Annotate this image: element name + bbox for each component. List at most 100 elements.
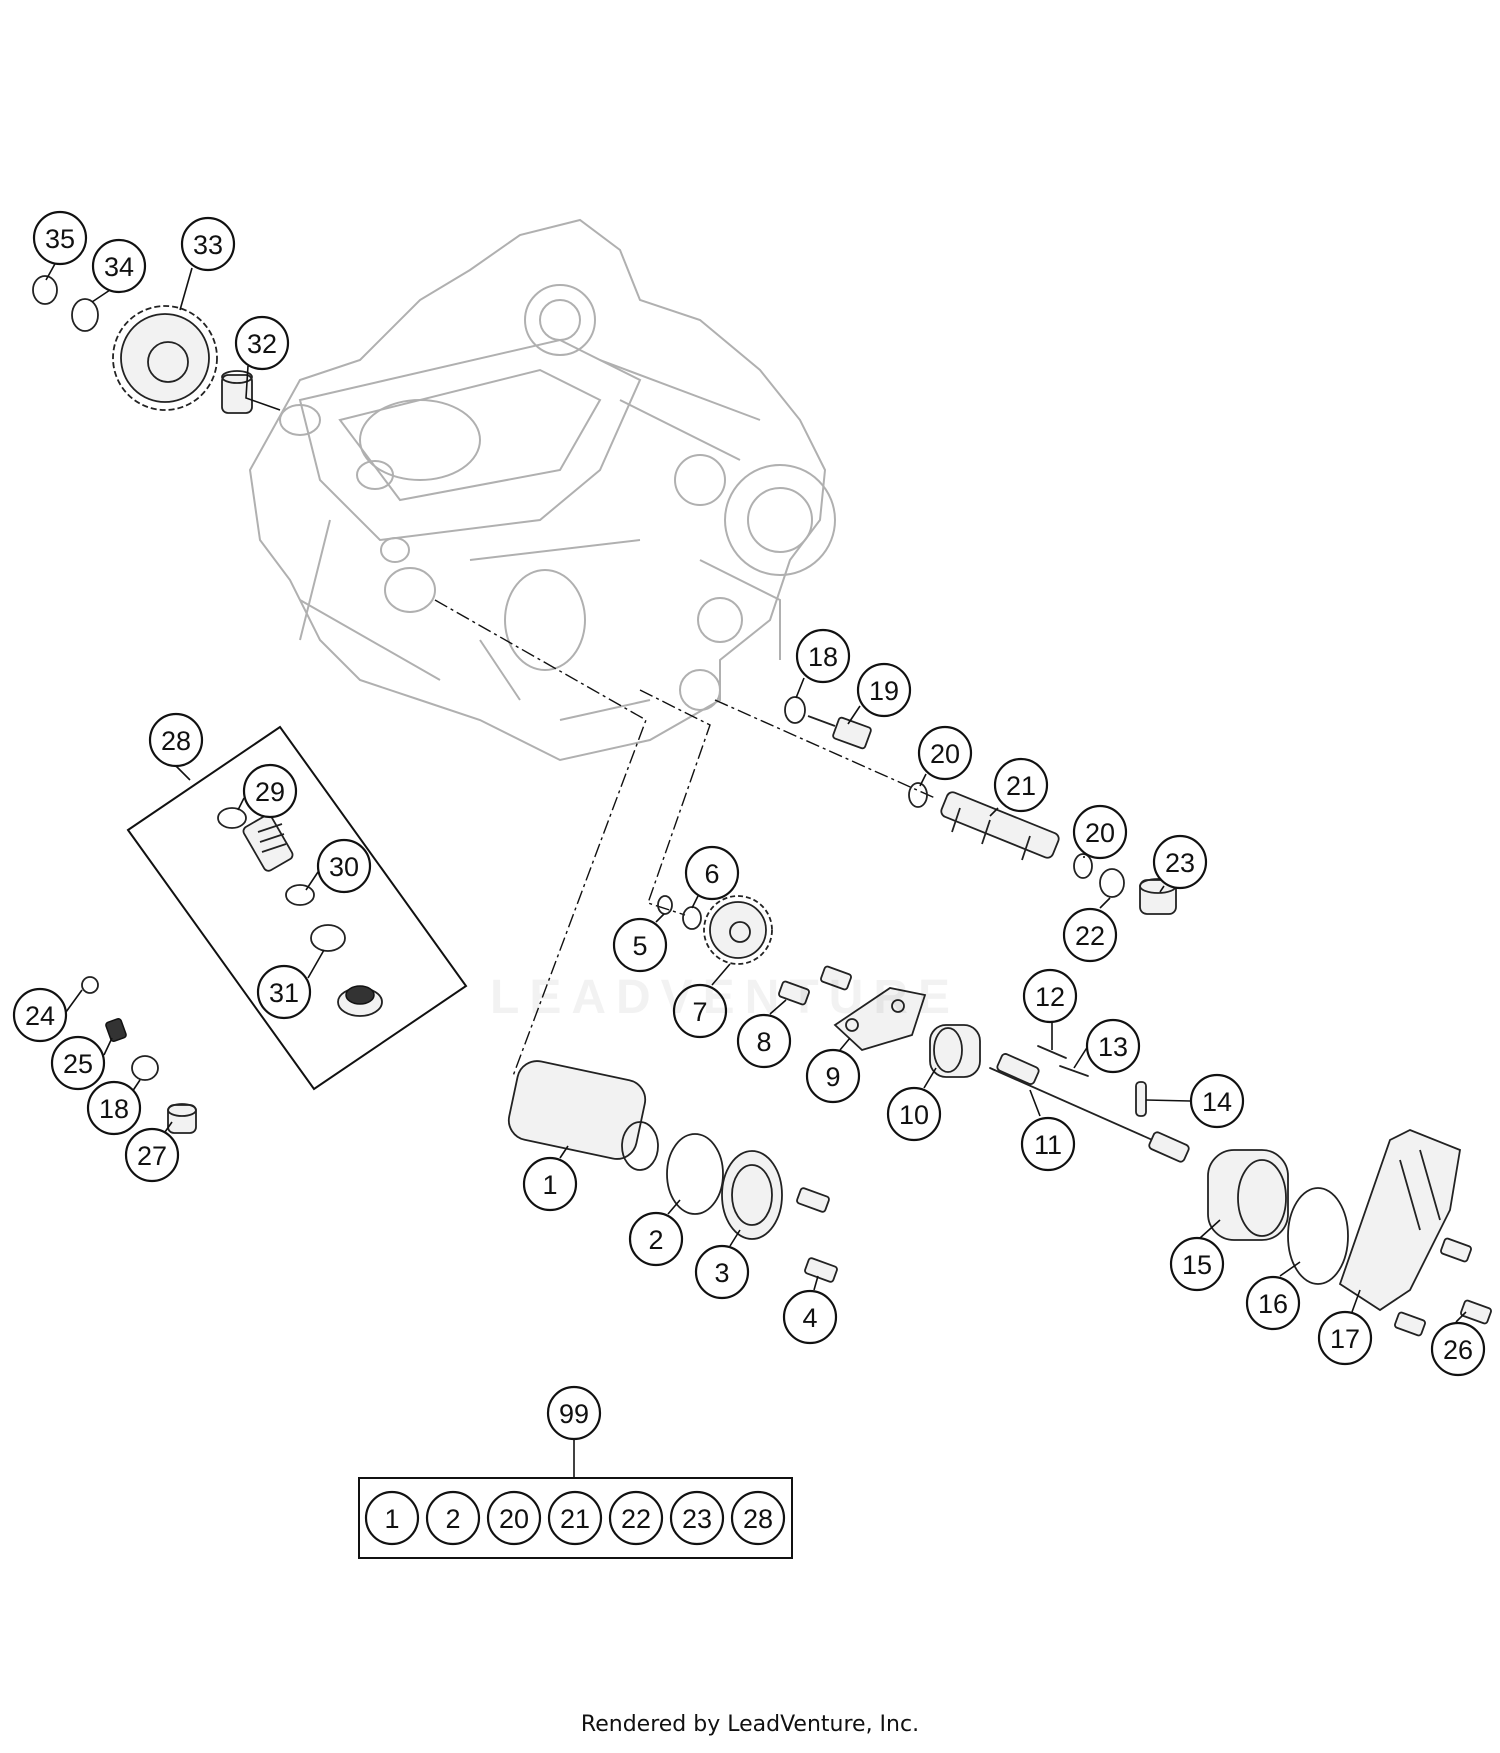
- part-30-oring: [285, 884, 315, 906]
- kit-item-23[interactable]: 23: [669, 1490, 725, 1546]
- callout-2[interactable]: 2: [628, 1211, 684, 1267]
- callout-15[interactable]: 15: [1169, 1236, 1225, 1292]
- part-31-oring: [310, 924, 346, 952]
- callout-28[interactable]: 28: [148, 712, 204, 768]
- callout-4[interactable]: 4: [782, 1289, 838, 1345]
- callout-circle: [795, 628, 851, 684]
- part-33-gear: [112, 305, 218, 411]
- callout-label: 22: [621, 1504, 651, 1534]
- callout-circle: [993, 757, 1049, 813]
- kit-item-21[interactable]: 21: [547, 1490, 603, 1546]
- callout-circle: [856, 662, 912, 718]
- part-13-pin: [1059, 1065, 1089, 1077]
- callout-32[interactable]: 32: [234, 315, 290, 371]
- part-19-plug-bolt: [807, 715, 872, 750]
- callout-label: 17: [1330, 1324, 1360, 1354]
- callout-31[interactable]: 31: [256, 964, 312, 1020]
- callout-circle: [364, 1490, 420, 1546]
- callout-label: 23: [1165, 848, 1195, 878]
- callout-label: 3: [714, 1258, 729, 1288]
- callout-18[interactable]: 18: [86, 1080, 142, 1136]
- part-21-piston: [940, 791, 1060, 861]
- callout-label: 24: [25, 1001, 55, 1031]
- callout-circle: [782, 1289, 838, 1345]
- callout-99[interactable]: 99: [546, 1385, 602, 1441]
- callout-circle: [1085, 1018, 1141, 1074]
- part-12-pin: [1037, 1045, 1067, 1059]
- callout-5[interactable]: 5: [612, 917, 668, 973]
- callout-7[interactable]: 7: [672, 983, 728, 1039]
- callout-circle: [1245, 1275, 1301, 1331]
- callout-circle: [86, 1080, 142, 1136]
- callout-14[interactable]: 14: [1189, 1073, 1245, 1129]
- callout-circle: [1189, 1073, 1245, 1129]
- kit-item-20[interactable]: 20: [486, 1490, 542, 1546]
- callout-circle: [91, 238, 147, 294]
- callout-label: 21: [560, 1504, 590, 1534]
- callout-label: 26: [1443, 1335, 1473, 1365]
- callout-circle: [242, 763, 298, 819]
- callout-label: 19: [869, 676, 899, 706]
- callout-20[interactable]: 20: [917, 725, 973, 781]
- kit-99-frame: [358, 1477, 793, 1559]
- callout-23[interactable]: 23: [1152, 834, 1208, 890]
- callout-6[interactable]: 6: [684, 845, 740, 901]
- callout-label: 32: [247, 329, 277, 359]
- callout-24[interactable]: 24: [12, 987, 68, 1043]
- callout-27[interactable]: 27: [124, 1127, 180, 1183]
- callout-circle: [669, 1490, 725, 1546]
- callout-circle: [608, 1490, 664, 1546]
- part-14-pin: [1135, 1081, 1147, 1117]
- kit-item-2[interactable]: 2: [425, 1490, 481, 1546]
- callout-8[interactable]: 8: [736, 1013, 792, 1069]
- callout-30[interactable]: 30: [316, 838, 372, 894]
- callout-label: 30: [329, 852, 359, 882]
- callout-17[interactable]: 17: [1317, 1310, 1373, 1366]
- callout-10[interactable]: 10: [886, 1086, 942, 1142]
- callout-16[interactable]: 16: [1245, 1275, 1301, 1331]
- callout-1[interactable]: 1: [522, 1156, 578, 1212]
- footer-credit: Rendered by LeadVenture, Inc.: [580, 1712, 920, 1737]
- kit-item-22[interactable]: 22: [608, 1490, 664, 1546]
- kit-item-28[interactable]: 28: [730, 1490, 786, 1546]
- callout-circle: [546, 1385, 602, 1441]
- callout-33[interactable]: 33: [180, 216, 236, 272]
- kit-item-1[interactable]: 1: [364, 1490, 420, 1546]
- part-35-circlip: [32, 275, 58, 305]
- callout-29[interactable]: 29: [242, 763, 298, 819]
- assembly-centerlines: [434, 599, 936, 1077]
- callout-22[interactable]: 22: [1062, 907, 1118, 963]
- callout-26[interactable]: 26: [1430, 1321, 1486, 1377]
- callout-34[interactable]: 34: [91, 238, 147, 294]
- callout-9[interactable]: 9: [805, 1048, 861, 1104]
- callout-circle: [12, 987, 68, 1043]
- callout-18[interactable]: 18: [795, 628, 851, 684]
- callout-circle: [1022, 968, 1078, 1024]
- callout-21[interactable]: 21: [993, 757, 1049, 813]
- callout-12[interactable]: 12: [1022, 968, 1078, 1024]
- part-29-oring: [217, 807, 247, 829]
- callout-35[interactable]: 35: [32, 210, 88, 266]
- callout-label: 1: [542, 1170, 557, 1200]
- callout-circle: [50, 1035, 106, 1091]
- callout-13[interactable]: 13: [1085, 1018, 1141, 1074]
- callout-circle: [148, 712, 204, 768]
- callout-3[interactable]: 3: [694, 1244, 750, 1300]
- callout-label: 22: [1075, 921, 1105, 951]
- callout-25[interactable]: 25: [50, 1035, 106, 1091]
- callout-label: 6: [704, 859, 719, 889]
- callout-label: 28: [161, 726, 191, 756]
- engine-crankcase: [248, 218, 836, 762]
- part-27-plug: [167, 1103, 197, 1134]
- callout-19[interactable]: 19: [856, 662, 912, 718]
- callout-label: 33: [193, 230, 223, 260]
- callout-circle: [234, 315, 290, 371]
- callout-circle: [1020, 1116, 1076, 1172]
- callout-label: 1: [384, 1504, 399, 1534]
- callout-label: 31: [269, 978, 299, 1008]
- callout-11[interactable]: 11: [1020, 1116, 1076, 1172]
- callout-20[interactable]: 20: [1072, 804, 1128, 860]
- callout-label: 8: [756, 1027, 771, 1057]
- part-17-pump-cover: [1338, 1129, 1462, 1312]
